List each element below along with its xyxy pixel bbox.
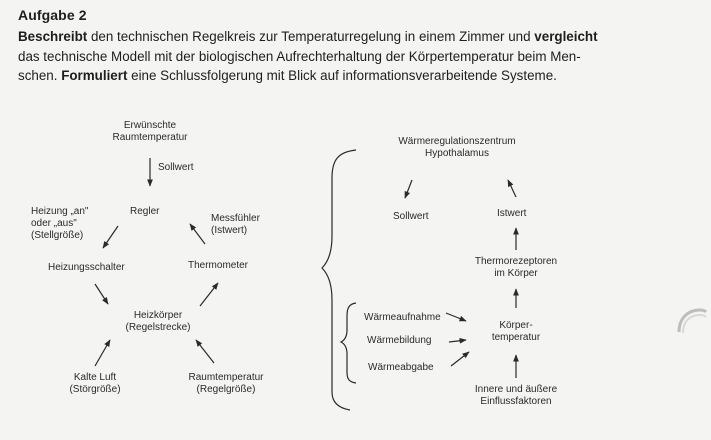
label-koerpertemperatur: Körper-temperatur (491, 320, 541, 343)
arrow-abgabe (450, 351, 470, 367)
arrow-istwert-to-zentrum (507, 179, 517, 198)
arrow-zentrum-to-sollwert (404, 179, 413, 199)
task-text-2: das technische Modell mit der biologisch… (18, 48, 581, 64)
task-text-3: schen. (18, 68, 62, 83)
label-thermometer: Thermometer (188, 260, 249, 271)
task-heading: Aufgabe 2 (18, 7, 87, 23)
label-raumtemperatur: Raumtemperatur(Regelgröße) (188, 372, 264, 395)
label-waermebildung: Wärmebildung (367, 335, 432, 346)
arrow-aufnahme (445, 312, 467, 322)
task-text-4: eine Schlussfolgerung mit Blick auf info… (127, 68, 557, 83)
arrow-luft-to-heizkoerper (94, 339, 111, 367)
arrow-bildung (448, 337, 467, 344)
arrow-raumtemp-to-heizkoerper (195, 339, 215, 364)
label-heizung: Heizung „an"oder „aus"(Stellgröße) (31, 206, 89, 241)
label-heizkoerper: Heizkörper(Regelstrecke) (125, 310, 191, 333)
label-sollwert-technical: Sollwert (158, 162, 194, 173)
label-sollwert-biological: Sollwert (393, 211, 429, 222)
bracket-large (321, 149, 357, 411)
arrow-heizkoerper-to-thermometer (199, 282, 219, 307)
arrow-regler-to-schalter (102, 225, 119, 249)
label-kalte-luft: Kalte Luft(Störgröße) (69, 372, 121, 395)
verb-beschreibt: Beschreibt (18, 29, 88, 44)
verb-vergleicht: vergleicht (534, 29, 598, 44)
label-heizungsschalter: Heizungsschalter (48, 262, 125, 273)
label-istwert: Istwert (497, 208, 527, 219)
bracket-small (339, 302, 357, 384)
task-instructions: Beschreibt den technischen Regelkreis zu… (18, 27, 618, 86)
label-waermeaufnahme: Wärmeaufnahme (364, 312, 441, 323)
label-messfuehler: Messfühler(Istwert) (211, 213, 260, 236)
verb-formuliert: Formuliert (61, 68, 128, 83)
task-text-1: den technischen Regelkreis zur Temperatu… (87, 29, 535, 44)
arrow-schalter-to-heizkoerper (94, 283, 109, 305)
label-waermeabgabe: Wärmeabgabe (368, 362, 434, 373)
arrow-thermometer-to-messfuehler (189, 223, 206, 245)
label-regler: Regler (130, 206, 160, 217)
page-edge-mark (677, 308, 708, 334)
